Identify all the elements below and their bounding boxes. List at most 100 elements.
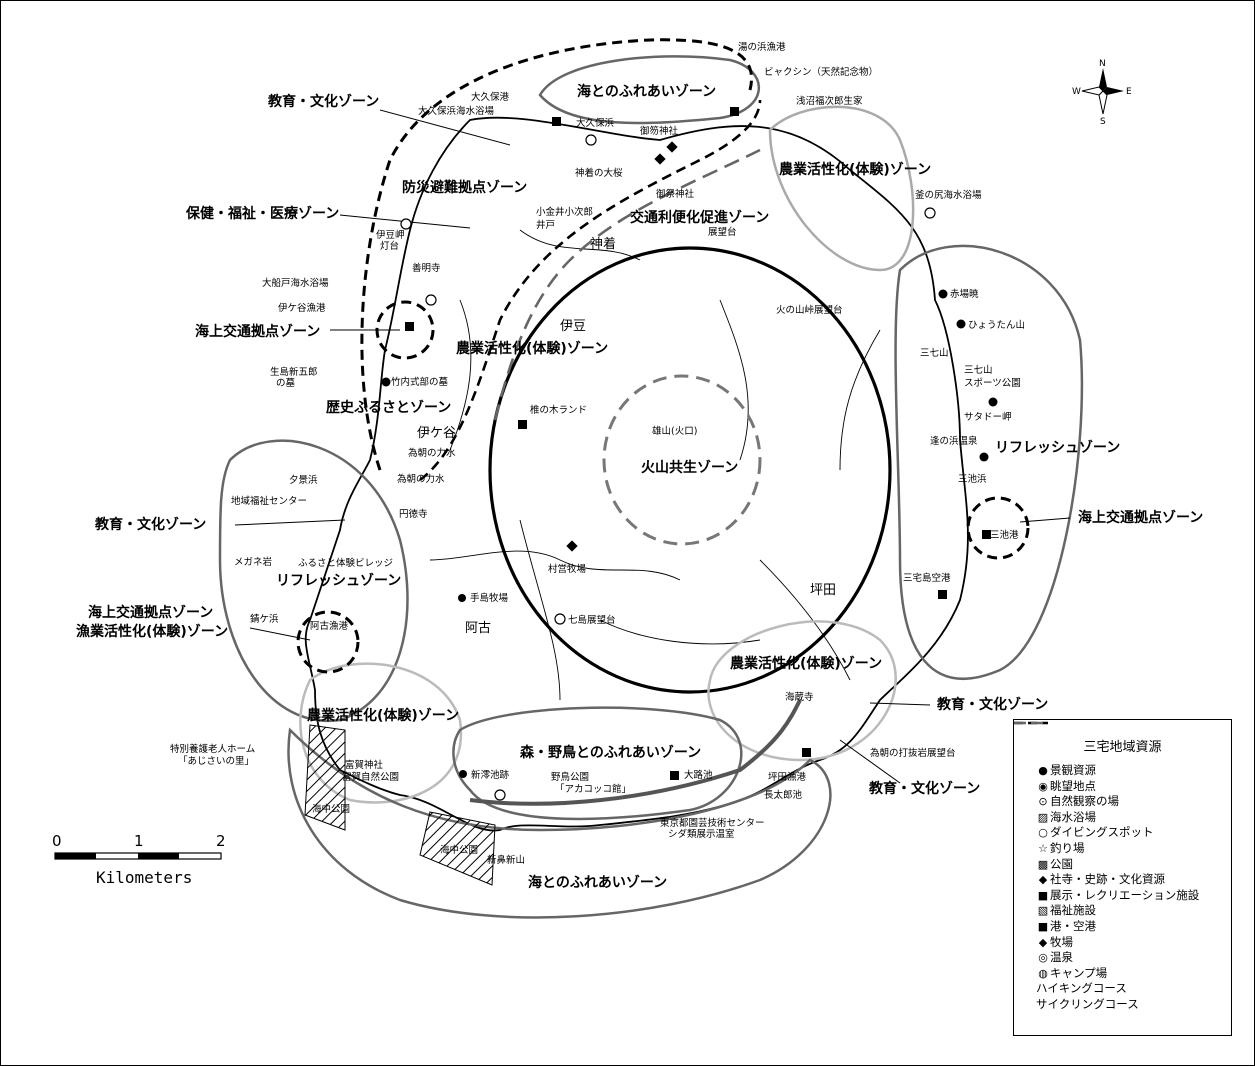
place-label: 特別養護老人ホーム bbox=[170, 743, 255, 755]
district-label-kamitsuki: 神着 bbox=[590, 236, 616, 252]
legend-label: キャンプ場 bbox=[1050, 965, 1108, 980]
harbor-marker-miike bbox=[982, 530, 991, 539]
place-label: 御笏神社 bbox=[640, 125, 679, 137]
place-label: 椎の木ランド bbox=[530, 404, 587, 416]
compass-s: S bbox=[1100, 117, 1106, 126]
legend-symbol: ◆ bbox=[1038, 873, 1048, 887]
legend-item: ◆社寺・史跡・文化資源 bbox=[1036, 872, 1231, 888]
legend-label: 釣り場 bbox=[1050, 840, 1085, 855]
legend-label: 社寺・史跡・文化資源 bbox=[1050, 872, 1165, 887]
zone-label-bosai: 防災避難拠点ゾーン bbox=[402, 179, 527, 196]
scale-tick-1: 1 bbox=[134, 832, 144, 850]
place-label: 為朝の打抜岩展望台 bbox=[870, 747, 956, 759]
legend-symbol: ◆ bbox=[1038, 935, 1048, 949]
map-symbols bbox=[381, 107, 998, 780]
scale-bar-graphic bbox=[54, 852, 222, 860]
legend-label: 公園 bbox=[1050, 856, 1073, 871]
place-label: 新鼻新山 bbox=[487, 854, 525, 866]
place-label: ひょうたん山 bbox=[968, 320, 1025, 331]
legend-item: ▧福祉施設 bbox=[1036, 903, 1231, 919]
district-label-tsubota: 坪田 bbox=[810, 583, 836, 598]
place-label: 海蔵寺 bbox=[785, 691, 814, 703]
place-label: 伊豆岬 bbox=[376, 229, 405, 241]
legend-symbol: ◉ bbox=[1038, 779, 1048, 793]
facility-marker-shiinoki bbox=[518, 420, 527, 429]
shrine-marker-osha bbox=[666, 141, 678, 153]
diving-marker-iza bbox=[400, 218, 412, 230]
scenery-marker-akabakkyo bbox=[938, 289, 948, 299]
legend-item: ⊙自然観察の場 bbox=[1036, 794, 1231, 810]
place-label: 東京都園芸技術センター bbox=[660, 817, 765, 829]
zone-boundary-umi-north bbox=[538, 55, 760, 125]
scenery-marker-takeuchi bbox=[381, 377, 391, 387]
place-label: 竹内式部の墓 bbox=[391, 376, 449, 388]
compass-icon: N S W E bbox=[1072, 59, 1132, 126]
compass-rose: N S W E bbox=[1072, 56, 1134, 126]
legend-label: ダイビングスポット bbox=[1050, 825, 1154, 840]
place-label: 大久保港 bbox=[471, 91, 510, 103]
compass-e: E bbox=[1126, 87, 1132, 97]
legend-symbol: ■ bbox=[1037, 888, 1049, 902]
zone-label-kyoiku-se2: 教育・文化ゾーン bbox=[869, 780, 980, 797]
legend-item: ◆牧場 bbox=[1036, 935, 1231, 951]
place-label: 浅沼福次郎生家 bbox=[796, 95, 863, 107]
harbor-marker-yunohama bbox=[730, 107, 739, 116]
place-label: 夕景浜 bbox=[289, 474, 318, 486]
place-label: の墓 bbox=[276, 377, 296, 389]
zone-label-kaijo-sw: 海上交通拠点ゾーン bbox=[88, 604, 213, 621]
legend-symbol: ■ bbox=[1037, 919, 1049, 933]
legend-label: 温泉 bbox=[1050, 950, 1073, 965]
ring-road bbox=[488, 246, 892, 694]
zone-boundary-nogyo-ne bbox=[768, 105, 915, 272]
zone-label-kaijo-e: 海上交通拠点ゾーン bbox=[1078, 509, 1203, 526]
crater-zone-boundary bbox=[602, 374, 762, 546]
legend-label: 福祉施設 bbox=[1050, 903, 1096, 918]
place-label: 展望台 bbox=[708, 226, 737, 238]
place-label: 火の山峠展望台 bbox=[776, 304, 843, 316]
legend-item: ◉眺望地点 bbox=[1036, 779, 1231, 795]
harbor-marker-ookubo bbox=[552, 117, 561, 126]
place-label: 為朝の力水 bbox=[397, 473, 445, 485]
place-label: 三池浜 bbox=[958, 473, 987, 485]
zone-boundary-east bbox=[894, 244, 1084, 680]
scenery-marker-satado bbox=[988, 397, 998, 407]
zone-label-nogyo-sw: 農業活性化(体験)ゾーン bbox=[307, 707, 459, 724]
zone-boundary-nogyo-sw bbox=[299, 662, 463, 804]
zone-label-umi-north: 海とのふれあいゾーン bbox=[577, 83, 716, 100]
zone-label-rekishi: 歴史ふるさとゾーン bbox=[326, 399, 451, 416]
place-label: 海中公園 bbox=[312, 803, 350, 815]
legend-label: サイクリングコース bbox=[1036, 996, 1139, 1011]
hiking-course-inner bbox=[419, 99, 762, 482]
legend-item: ○ダイビングスポット bbox=[1036, 825, 1231, 841]
legend-item: ☆釣り場 bbox=[1036, 841, 1231, 857]
place-label: 「アカコッコ館」 bbox=[555, 783, 631, 795]
island-coastline bbox=[304, 116, 969, 832]
zone-label-nogyo-w: 農業活性化(体験)ゾーン bbox=[456, 340, 608, 357]
zone-label-refresh-w: リフレッシュゾーン bbox=[276, 572, 401, 589]
airport-marker bbox=[938, 590, 947, 599]
place-label: 大久保浜海水浴場 bbox=[418, 105, 495, 117]
place-label: 神着の大桜 bbox=[575, 167, 623, 179]
legend-symbol: ○ bbox=[1038, 826, 1048, 840]
legend-symbol: ▨ bbox=[1037, 810, 1049, 824]
marine-park-area-2 bbox=[419, 811, 496, 886]
diving-marker-oofunado bbox=[425, 294, 437, 306]
place-label: 三七山 bbox=[920, 348, 949, 359]
place-label: 生島新五郎 bbox=[270, 366, 318, 378]
harbor-marker-igaya bbox=[405, 322, 414, 331]
legend-item: ◎温泉 bbox=[1036, 950, 1231, 966]
place-label: ふるさと体験ビレッジ bbox=[298, 557, 393, 569]
zone-label-refresh-e: リフレッシュゾーン bbox=[995, 439, 1120, 456]
legend-symbol: ◎ bbox=[1038, 951, 1048, 965]
legend-symbol: ● bbox=[1038, 764, 1048, 777]
legend-symbol: ▩ bbox=[1037, 857, 1049, 871]
scale-units: Kilometers bbox=[96, 868, 193, 887]
cycling-course bbox=[493, 148, 761, 421]
place-label: 長太郎池 bbox=[764, 789, 803, 801]
place-label: スポーツ公園 bbox=[964, 378, 1021, 389]
legend-label: 展示・レクリエーション施設 bbox=[1050, 887, 1200, 902]
diving-marker-shinmio bbox=[494, 789, 506, 801]
place-label: 新澪池跡 bbox=[471, 769, 510, 781]
zone-boundary-umi-south bbox=[287, 727, 832, 919]
